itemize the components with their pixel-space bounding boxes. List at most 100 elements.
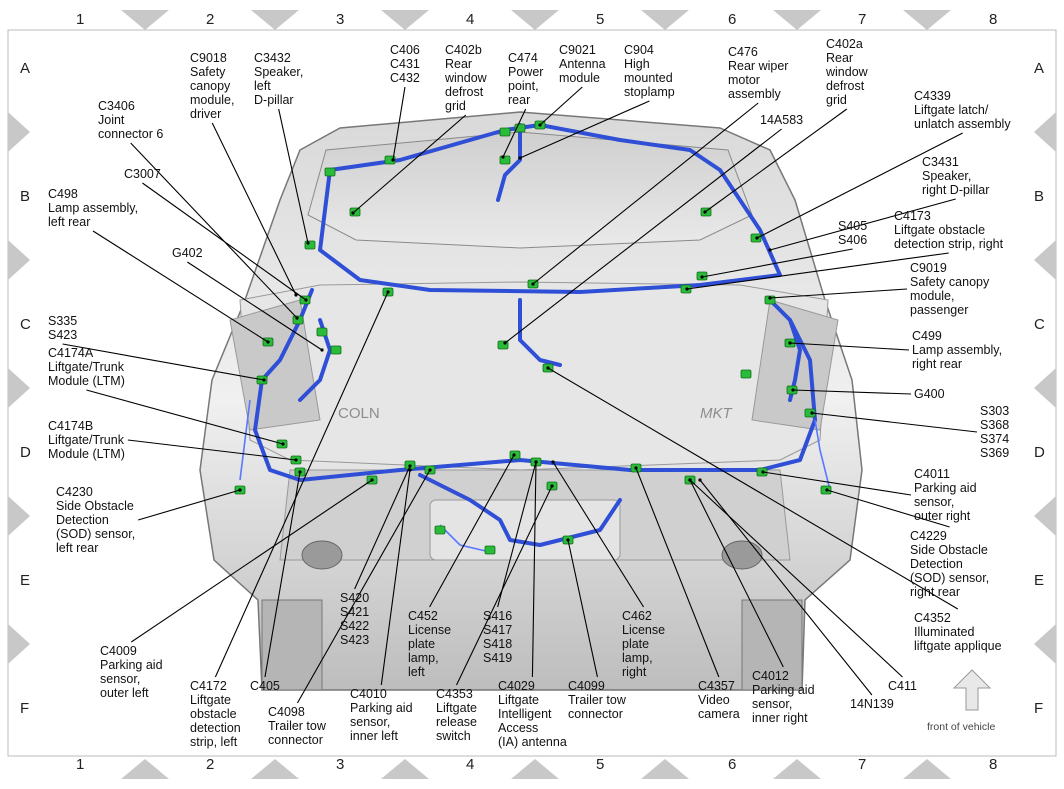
label-line: S420: [340, 591, 369, 605]
label-line: C9019: [910, 261, 947, 275]
label-line: left rear: [56, 541, 98, 555]
leader-line-c9021: [539, 86, 583, 126]
label-line: Rear wiper: [728, 59, 788, 73]
grid-row-right-E: E: [1034, 572, 1044, 589]
label-line: C452: [408, 609, 438, 623]
leader-line-c3007: [142, 182, 307, 301]
label-line: Detection: [910, 557, 963, 571]
label-line: S405: [838, 219, 867, 233]
label-line: Liftgate: [498, 693, 539, 707]
leader-line-c4352: [547, 367, 959, 610]
label-line: switch: [436, 729, 471, 743]
label-line: grid: [445, 99, 466, 113]
label-line: Speaker,: [254, 65, 303, 79]
leader-line-c405: [264, 471, 301, 678]
grid-marker-left: [8, 112, 30, 152]
label-line: C904: [624, 43, 654, 57]
label-g402: G402: [172, 246, 203, 260]
label-line: C4174A: [48, 346, 94, 360]
label-line: stoplamp: [624, 85, 675, 99]
leader-line-c4098: [296, 469, 431, 704]
leader-dot: [391, 158, 395, 162]
label-line: lamp,: [408, 651, 439, 665]
label-line: Side Obstacle: [56, 499, 134, 513]
label-line: C4352: [914, 611, 951, 625]
label-line: C9018: [190, 51, 227, 65]
label-line: C432: [390, 71, 420, 85]
leader-dot: [768, 248, 772, 252]
grid-marker-top: [251, 10, 299, 30]
grid-marker-right: [1034, 368, 1056, 408]
label-line: S369: [980, 446, 1009, 460]
label-line: C499: [912, 329, 942, 343]
label-line: Lamp assembly,: [48, 201, 138, 215]
label-line: Trailer tow: [568, 693, 627, 707]
label-line: detection strip, right: [894, 237, 1004, 251]
label-line: S422: [340, 619, 369, 633]
label-line: C4099: [568, 679, 605, 693]
grid-row-right-F: F: [1034, 700, 1043, 717]
grid-marker-top: [903, 10, 951, 30]
leader-line-c4174a: [86, 389, 284, 445]
label-line: motor: [728, 73, 760, 87]
label-line: 14A583: [760, 113, 803, 127]
leader-dot: [761, 470, 765, 474]
label-line: C4339: [914, 89, 951, 103]
leader-line-s420: [354, 465, 411, 590]
label-line: 14N139: [850, 697, 894, 711]
label-line: inner right: [752, 711, 808, 725]
label-line: C4353: [436, 687, 473, 701]
label-line: module: [559, 71, 600, 85]
label-line: module,: [190, 93, 234, 107]
leader-line-c452: [429, 454, 515, 608]
label-line: License: [408, 623, 451, 637]
label-line: G402: [172, 246, 203, 260]
leader-line-c411: [689, 479, 903, 678]
label-line: C405: [250, 679, 280, 693]
label-line: (IA) antenna: [498, 735, 567, 749]
label-line: Video: [698, 693, 730, 707]
grid-marker-left: [8, 624, 30, 664]
leader-dot: [298, 470, 302, 474]
leader-dot: [634, 466, 638, 470]
grid-row-right-D: D: [1034, 444, 1045, 461]
leader-dot: [703, 210, 707, 214]
leader-dot: [825, 488, 829, 492]
label-line: right rear: [912, 357, 962, 371]
label-line: C3406: [98, 99, 135, 113]
label-line: Parking aid: [350, 701, 413, 715]
leader-line-s303: [811, 412, 978, 433]
leader-line-c3432: [278, 108, 309, 244]
label-line: unlatch assembly: [914, 117, 1011, 131]
grid-column-top-8: 8: [989, 11, 997, 28]
label-line: Speaker,: [922, 169, 971, 183]
grid-marker-right: [1034, 624, 1056, 664]
grid-row-left-B: B: [20, 188, 30, 205]
label-line: Rear: [826, 51, 853, 65]
leader-line-c4012: [689, 479, 784, 668]
leader-line-s335: [62, 343, 265, 381]
leader-dot: [408, 464, 412, 468]
leader-dot: [408, 468, 412, 472]
label-line: Liftgate: [190, 693, 231, 707]
grid-column-bottom-1: 1: [76, 756, 84, 773]
grid-marker-bottom: [121, 759, 169, 779]
leader-line-c499: [789, 342, 910, 351]
label-line: Parking aid: [100, 658, 163, 672]
label-n14n139: 14N139: [850, 697, 894, 711]
arrow-up-icon: [952, 669, 992, 711]
grid-marker-top: [381, 10, 429, 30]
